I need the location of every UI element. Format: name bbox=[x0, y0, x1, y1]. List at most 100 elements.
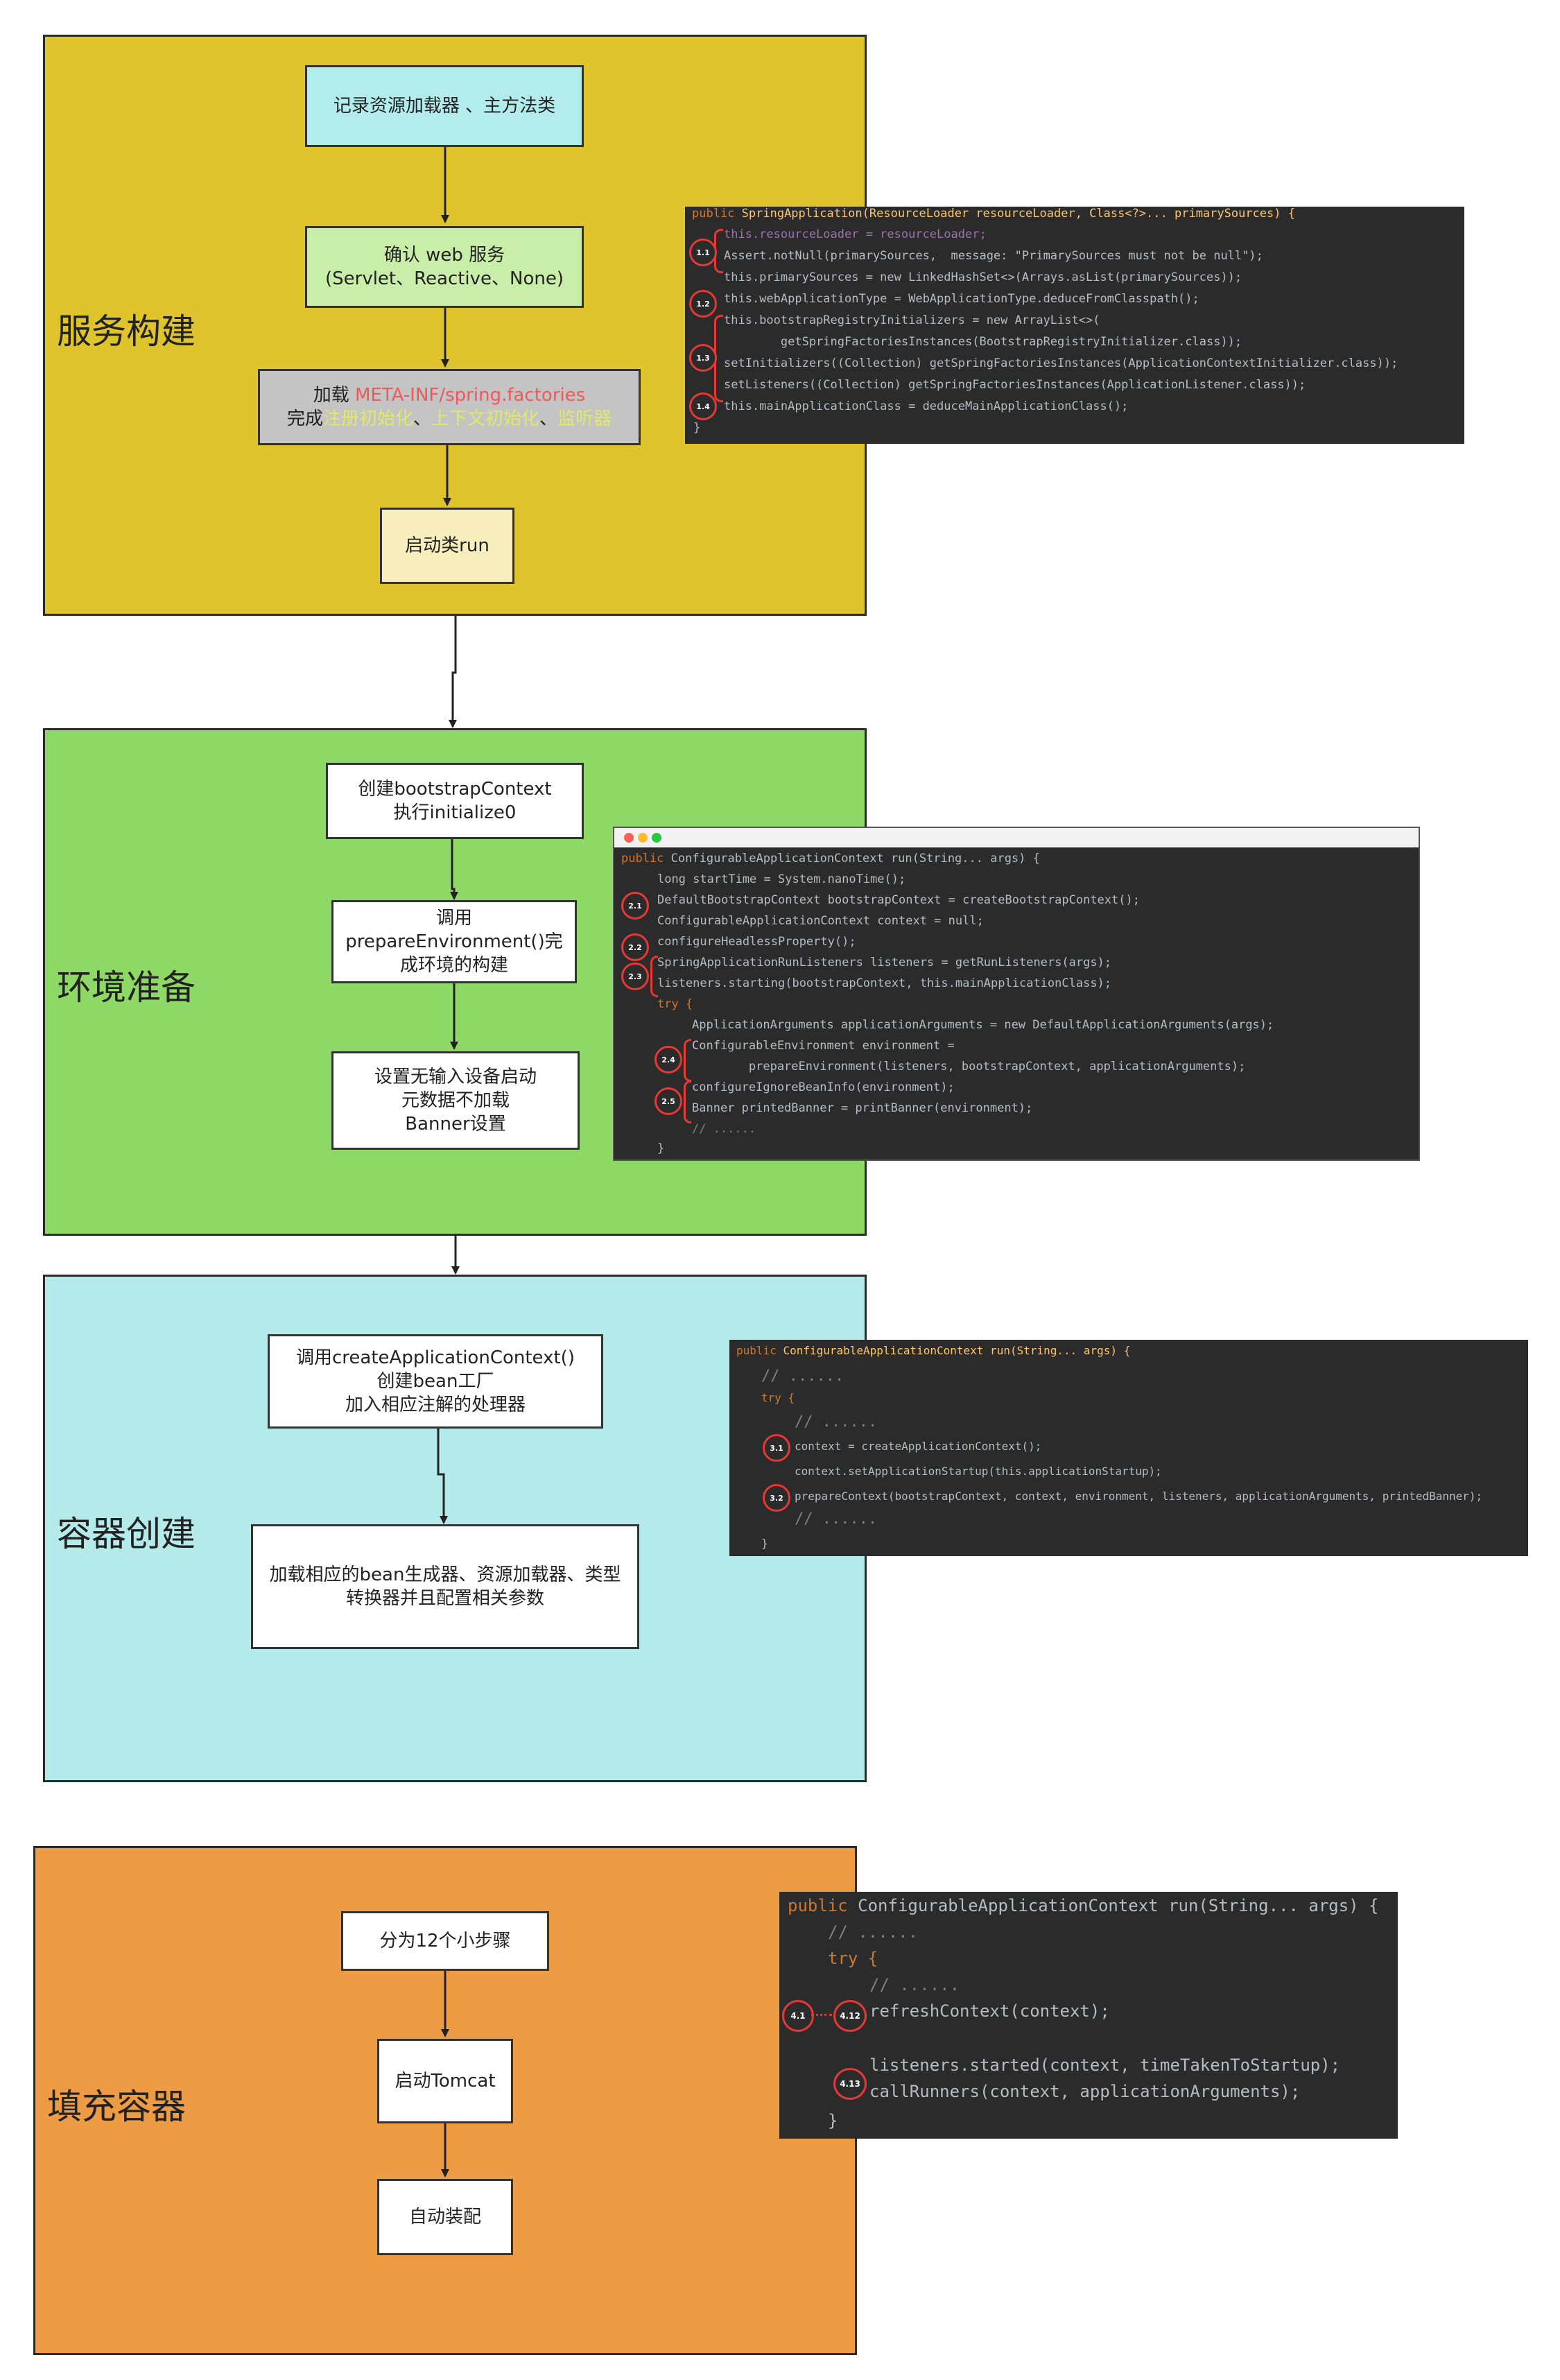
stage-title: 容器创建 bbox=[57, 1514, 196, 1554]
node-text: 创建bootstrapContext bbox=[358, 779, 552, 800]
flow-node: 创建bootstrapContext 执行initialize0 bbox=[326, 763, 584, 839]
code-snippet-run-environment: public ConfigurableApplicationContext ru… bbox=[613, 827, 1420, 1161]
step-badge: 2.4 bbox=[655, 1046, 682, 1073]
code-line: listeners.started(context, timeTakenToSt… bbox=[869, 2055, 1341, 2075]
node-text: 、 bbox=[539, 408, 558, 429]
node-text: Banner设置 bbox=[405, 1114, 506, 1135]
dotted-connector bbox=[811, 2014, 832, 2016]
close-dot-icon bbox=[624, 833, 634, 843]
minimize-dot-icon bbox=[638, 833, 648, 843]
code-snippet-run-context: public ConfigurableApplicationContext ru… bbox=[729, 1340, 1528, 1556]
flow-node: 启动类run bbox=[380, 508, 514, 584]
code-line: setInitializers((Collection) getSpringFa… bbox=[724, 356, 1398, 370]
step-badge: 1.1 bbox=[689, 239, 717, 266]
node-text: 启动Tomcat bbox=[395, 2071, 496, 2092]
code-line: long startTime = System.nanoTime(); bbox=[657, 872, 906, 886]
flow-node: 启动Tomcat bbox=[377, 2039, 513, 2123]
code-line: callRunners(context, applicationArgument… bbox=[869, 2082, 1301, 2101]
node-text: 设置无输入设备启动 bbox=[374, 1067, 537, 1087]
code-line: // ...... bbox=[828, 1922, 919, 1942]
flow-node: 自动装配 bbox=[377, 2179, 513, 2255]
node-text: 记录资源加载器 、主方法类 bbox=[333, 96, 556, 117]
step-badge: 4.13 bbox=[833, 2068, 867, 2100]
code-line: this.webApplicationType = WebApplication… bbox=[724, 292, 1199, 306]
code-line: } bbox=[828, 2111, 838, 2130]
code-line: this.primarySources = new LinkedHashSet<… bbox=[724, 270, 1242, 284]
step-badge: 4.12 bbox=[833, 2000, 867, 2032]
annotation-brace bbox=[684, 1039, 691, 1082]
step-badge: 3.2 bbox=[763, 1484, 790, 1512]
node-text: 启动类run bbox=[405, 535, 489, 556]
code-line: ConfigurableApplicationContext run(Strin… bbox=[670, 852, 1040, 865]
code-line: } bbox=[693, 421, 701, 435]
code-line: SpringApplication(ResourceLoader resourc… bbox=[741, 207, 1295, 221]
node-text: 加入相应注解的处理器 bbox=[345, 1395, 526, 1415]
code-line: ConfigurableApplicationContext run(Strin… bbox=[858, 1896, 1379, 1915]
node-text: 元数据不加载 bbox=[401, 1090, 510, 1111]
code-line: DefaultBootstrapContext bootstrapContext… bbox=[657, 893, 1140, 907]
step-badge: 1.3 bbox=[689, 344, 717, 372]
flow-node: 加载 META-INF/spring.factories 完成注册初始化、上下文… bbox=[258, 369, 641, 445]
code-line: } bbox=[657, 1141, 665, 1155]
code-line: getSpringFactoriesInstances(BootstrapReg… bbox=[724, 335, 1242, 349]
node-text: 加载 bbox=[313, 385, 355, 406]
node-text: 执行initialize0 bbox=[393, 802, 517, 823]
maximize-dot-icon bbox=[652, 833, 661, 843]
code-line: prepareEnvironment(listeners, bootstrapC… bbox=[692, 1060, 1246, 1073]
node-text: 加载相应的bean生成器、资源加载器、类型 bbox=[269, 1564, 621, 1585]
code-line: SpringApplicationRunListeners listeners … bbox=[657, 956, 1112, 969]
code-line: // ...... bbox=[869, 1975, 960, 1994]
step-badge: 2.2 bbox=[621, 933, 649, 961]
step-badge: 3.1 bbox=[763, 1434, 790, 1462]
highlight-text: 上下文初始化 bbox=[431, 408, 540, 429]
node-text: 调用 bbox=[435, 908, 472, 929]
stage-title: 填充容器 bbox=[47, 2087, 186, 2127]
node-text: 成环境的构建 bbox=[399, 955, 508, 976]
flow-node: 确认 web 服务 (Servlet、Reactive、None) bbox=[305, 226, 584, 308]
code-line: try { bbox=[761, 1391, 795, 1404]
highlight-text: 注册初始化 bbox=[322, 408, 413, 429]
node-text: 转换器并且配置相关参数 bbox=[345, 1588, 544, 1609]
flow-node: 加载相应的bean生成器、资源加载器、类型 转换器并且配置相关参数 bbox=[251, 1524, 639, 1649]
flow-node: 记录资源加载器 、主方法类 bbox=[305, 65, 584, 147]
code-line: try { bbox=[828, 1949, 878, 1968]
code-line: context.setApplicationStartup(this.appli… bbox=[795, 1465, 1162, 1478]
code-line: // ...... bbox=[795, 1413, 878, 1431]
code-line: ConfigurableApplicationContext context =… bbox=[657, 914, 984, 928]
node-text: 自动装配 bbox=[408, 2207, 481, 2227]
step-badge: 1.4 bbox=[689, 393, 717, 420]
code-line: ConfigurableEnvironment environment = bbox=[692, 1039, 955, 1053]
code-line: // ...... bbox=[692, 1122, 756, 1136]
step-badge: 4.1 bbox=[782, 2000, 814, 2032]
node-text: 调用createApplicationContext() bbox=[296, 1347, 575, 1368]
code-line: prepareContext(bootstrapContext, context… bbox=[795, 1490, 1483, 1503]
code-line: configureIgnoreBeanInfo(environment); bbox=[692, 1080, 955, 1094]
node-text: 分为12个小步骤 bbox=[379, 1931, 511, 1951]
code-snippet-run-refresh: public ConfigurableApplicationContext ru… bbox=[779, 1892, 1398, 2139]
code-line: context = createApplicationContext(); bbox=[795, 1440, 1042, 1453]
node-text: 确认 web 服务 bbox=[383, 245, 505, 266]
annotation-brace bbox=[650, 956, 658, 997]
window-titlebar bbox=[614, 828, 1419, 847]
node-text: 创建bean工厂 bbox=[376, 1371, 494, 1392]
code-line: } bbox=[761, 1537, 768, 1550]
code-line: Assert.notNull(primarySources, message: … bbox=[724, 249, 1263, 263]
stage-title: 环境准备 bbox=[57, 967, 196, 1008]
node-text: 完成 bbox=[286, 408, 323, 429]
annotation-brace bbox=[684, 1080, 691, 1123]
node-text: prepareEnvironment()完 bbox=[345, 931, 563, 952]
code-line: configureHeadlessProperty(); bbox=[657, 935, 856, 949]
code-line: listeners.starting(bootstrapContext, thi… bbox=[657, 976, 1112, 990]
step-badge: 1.2 bbox=[689, 290, 717, 318]
code-line: this.bootstrapRegistryInitializers = new… bbox=[724, 313, 1100, 327]
step-badge: 2.5 bbox=[655, 1087, 682, 1115]
highlight-text: META-INF/spring.factories bbox=[354, 385, 586, 406]
flow-node: 调用 prepareEnvironment()完 成环境的构建 bbox=[331, 900, 577, 983]
node-text: 、 bbox=[413, 408, 431, 429]
flow-node: 调用createApplicationContext() 创建bean工厂 加入… bbox=[268, 1334, 603, 1429]
code-line: // ...... bbox=[761, 1368, 844, 1385]
node-text: (Servlet、Reactive、None) bbox=[324, 268, 564, 289]
stage-title: 服务构建 bbox=[57, 311, 196, 352]
step-badge: 2.1 bbox=[621, 892, 649, 920]
flow-node: 设置无输入设备启动 元数据不加载 Banner设置 bbox=[331, 1051, 580, 1150]
